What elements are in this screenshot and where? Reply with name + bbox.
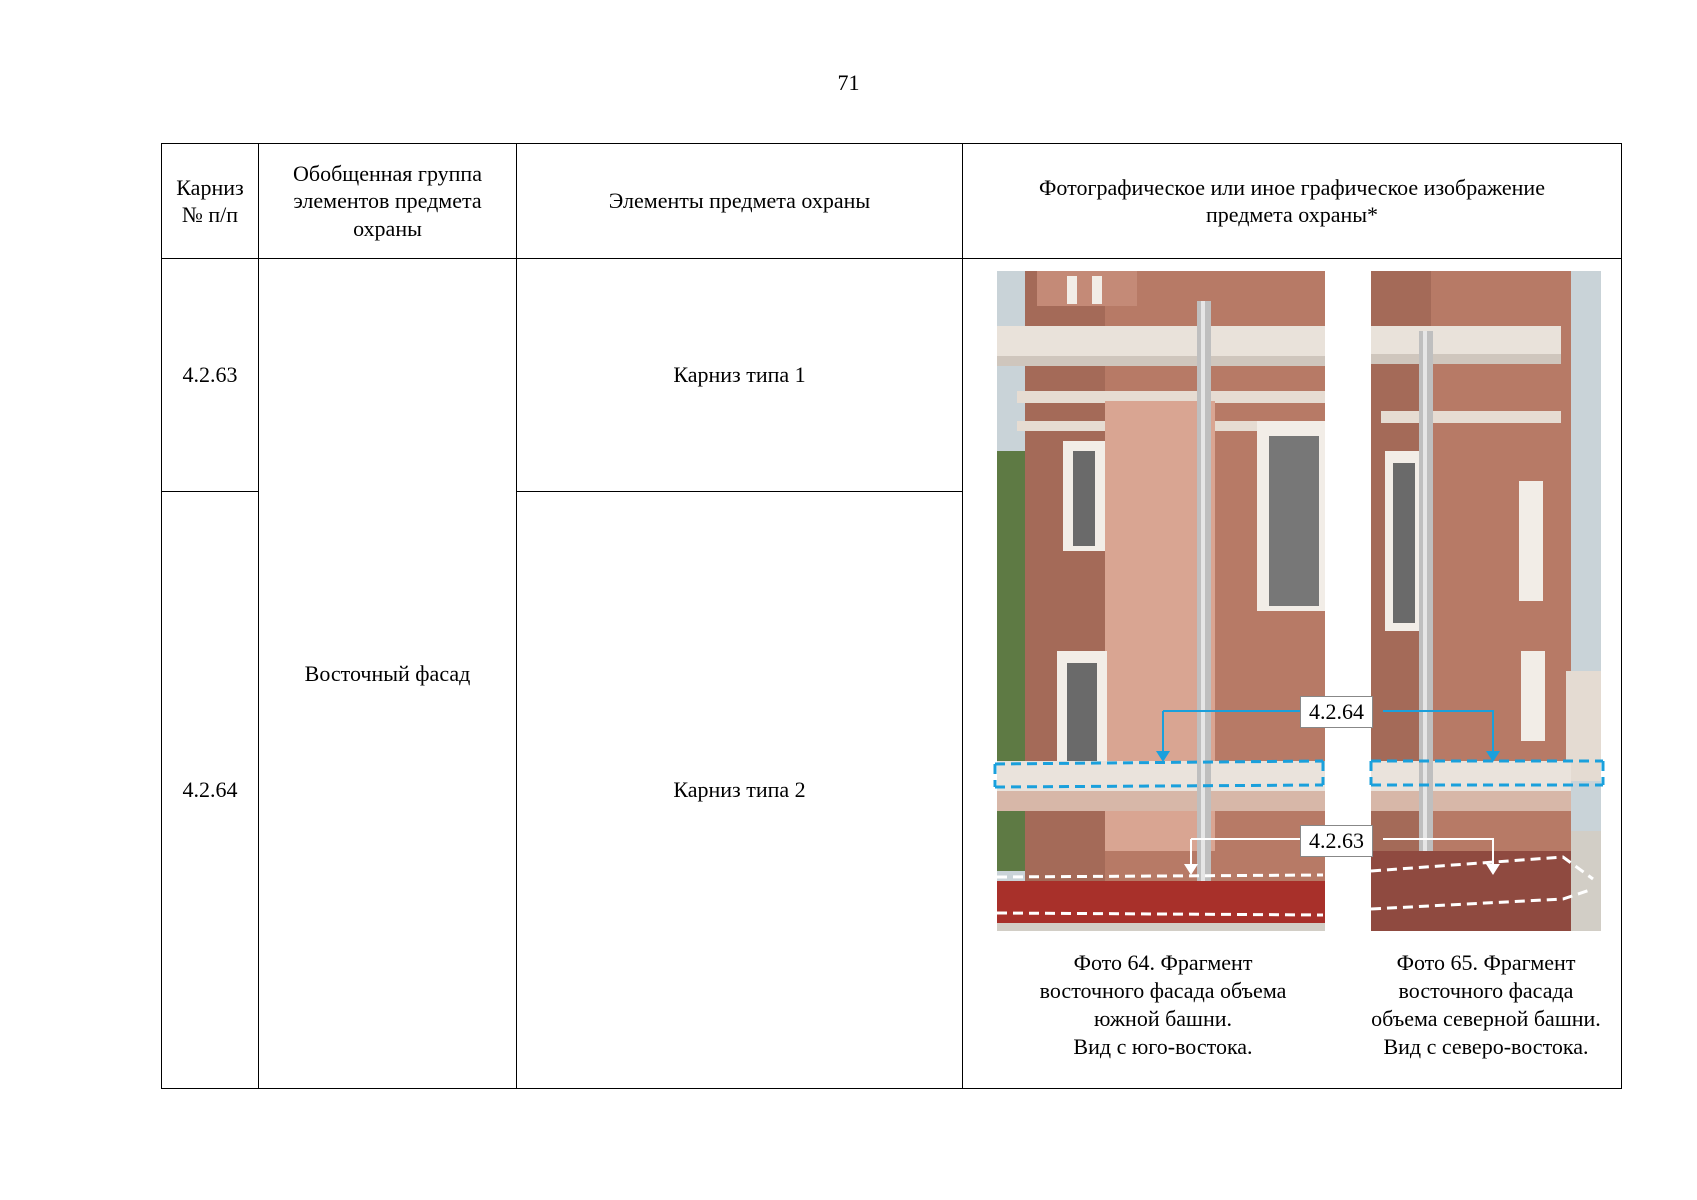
row-element: Карниз типа 2 — [516, 491, 963, 1089]
row-number: 4.2.63 — [161, 258, 259, 493]
header-photo: Фотографическое или иное графическое изо… — [962, 142, 1622, 260]
photo-64 — [997, 271, 1325, 932]
table-row: 4.2.64 Карниз типа 2 — [161, 491, 1622, 1089]
photo-64-caption: Фото 64. Фрагмент восточного фасада объе… — [1003, 949, 1323, 1061]
row-element: Карниз типа 1 — [516, 258, 963, 493]
header-cornice-number: Карниз № п/п — [161, 142, 259, 260]
caption-line: объема северной башни. — [1371, 1006, 1601, 1032]
header-element-group: Обобщенная группа элементов предмета охр… — [258, 142, 517, 260]
group-cell: Восточный фасад — [258, 258, 517, 1089]
caption-line: Вид с северо-востока. — [1383, 1034, 1589, 1060]
caption-line: восточного фасада объема — [1039, 978, 1287, 1004]
photo-cell: 4.2.64 4.2.63 Фото 64. Фрагмент восточно… — [962, 258, 1624, 1089]
caption-line: восточного фасада — [1398, 978, 1574, 1004]
caption-line: Фото 64. Фрагмент — [1073, 950, 1253, 976]
protection-table: Карниз № п/п Обобщенная группа элементов… — [161, 142, 1622, 1089]
header-protection-elements: Элементы предмета охраны — [516, 142, 963, 260]
photo-area: 4.2.64 4.2.63 Фото 64. Фрагмент восточно… — [963, 259, 1624, 1088]
label-4-2-64: 4.2.64 — [1300, 696, 1373, 729]
caption-line: южной башни. — [1093, 1006, 1233, 1032]
label-4-2-63: 4.2.63 — [1300, 825, 1373, 858]
table-row: 4.2.63 Восточный фасад Карниз типа 1 — [161, 258, 1622, 1089]
caption-line: Вид с юго-востока. — [1073, 1034, 1253, 1060]
marker-overlay — [993, 710, 1605, 917]
row-number: 4.2.64 — [161, 491, 259, 1089]
caption-line: Фото 65. Фрагмент — [1396, 950, 1576, 976]
photo-65 — [1371, 271, 1601, 932]
photo-65-caption: Фото 65. Фрагмент восточного фасада объе… — [1351, 949, 1621, 1061]
table-header-row: Карниз № п/п Обобщенная группа элементов… — [161, 142, 1622, 260]
page-number: 71 — [837, 70, 860, 95]
